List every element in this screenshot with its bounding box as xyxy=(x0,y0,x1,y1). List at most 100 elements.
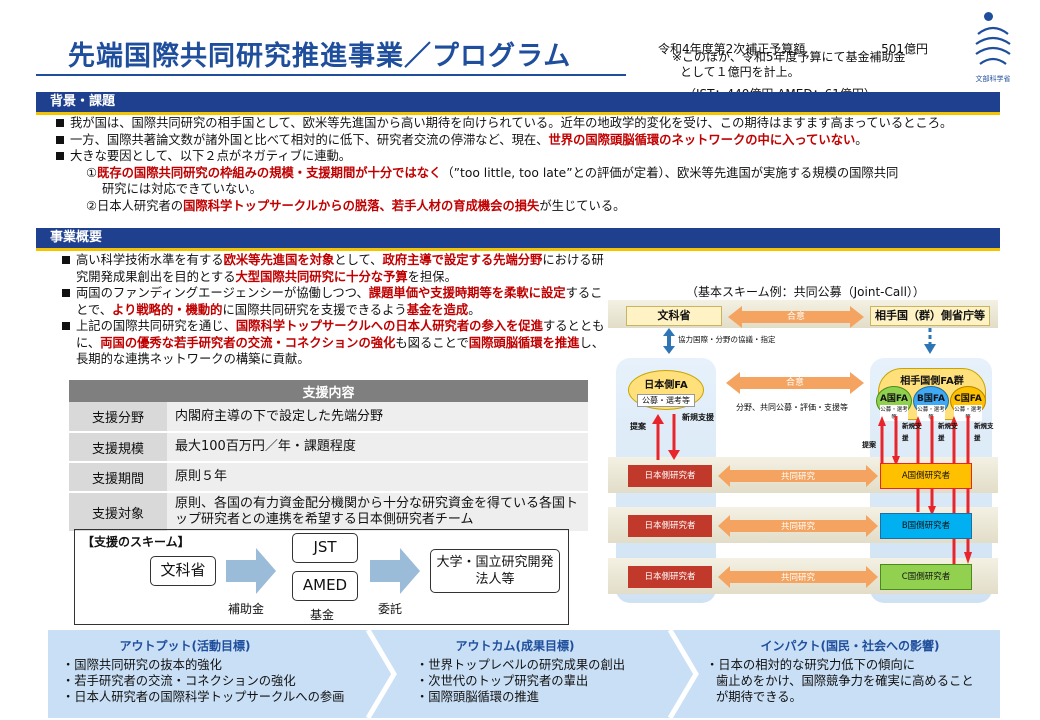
budget-note: ※このほか、令和5年度予算にて基金補助金 として１億円を計上。 xyxy=(672,50,942,80)
table-key: 支援期間 xyxy=(69,462,167,493)
diagram-partner-ministry-box: 相手国（群）側省庁等 xyxy=(870,306,990,326)
list-item: 歯止めをかけ、国際競争力を確実に高めること xyxy=(716,674,974,688)
impact-heading: インパクト(国民・社会への影響) xyxy=(760,639,940,653)
partner-propose-label: 提案 xyxy=(862,441,876,449)
output-list: ・国際共同研究の抜本的強化 ・若手研究者の交流・コネクションの強化 ・日本人研究… xyxy=(62,657,362,705)
joint-arrow-icon xyxy=(718,566,878,588)
table-key: 支援対象 xyxy=(69,492,167,533)
table-row: 支援対象原則、各国の有力資金配分機関から十分な研究資金を得ている各国トップ研究者… xyxy=(69,492,588,533)
joint-label-3: 共同研究 xyxy=(780,573,815,583)
outcome-heading: アウトカム(成果目標) xyxy=(455,639,575,653)
table-row: 支援分野内閣府主導の下で設定した先端分野 xyxy=(69,402,588,433)
page-title: 先端国際共同研究推進事業／プログラム xyxy=(68,41,572,72)
list-item: ・日本の相対的な研究力低下の傾向に xyxy=(706,658,916,672)
budget-value: 501億円 xyxy=(881,42,928,56)
jp-researcher-2: 日本側研究者 xyxy=(628,515,712,537)
background-sub-2: ②日本人研究者の国際科学トップサークルからの脱落、若手人材の育成機会の損失が生じ… xyxy=(86,198,626,213)
table-value: 原則５年 xyxy=(167,462,588,493)
jp-researcher-3: 日本側研究者 xyxy=(628,566,712,588)
list-item: ・日本人研究者の国際科学トップサークルへの参画 xyxy=(62,690,345,704)
table-value: 最大100百万円／年・課題程度 xyxy=(167,432,588,463)
budget-note-line1: ※このほか、令和5年度予算にて基金補助金 xyxy=(672,50,906,64)
jp-researcher-1: 日本側研究者 xyxy=(628,465,712,487)
arrow-right-icon xyxy=(370,548,420,594)
table-value: 原則、各国の有力資金配分機関から十分な研究資金を得ている各国トップ研究者との連携… xyxy=(167,492,588,533)
joint-label-2: 共同研究 xyxy=(780,522,815,532)
table-row: 支援規模最大100百万円／年・課題程度 xyxy=(69,432,588,463)
support-table-header: 支援内容 xyxy=(69,380,588,402)
logo-label: 文部科学省 xyxy=(975,75,1011,83)
partner-fa-label: 相手国側FA群 xyxy=(900,376,964,387)
overview-list: 高い科学技術水準を有する欧米等先進国を対象として、政府主導で設定する先端分野にお… xyxy=(60,252,605,368)
support-table: 支援内容 支援分野内閣府主導の下で設定した先端分野 支援規模最大100百万円／年… xyxy=(69,380,588,533)
new-support-label: 新規支援 xyxy=(682,413,714,422)
list-item: が期待できる。 xyxy=(716,690,802,704)
res-c: C国側研究者 xyxy=(880,564,972,590)
scheme-label-subsidy: 補助金 xyxy=(228,602,265,616)
chevron-dividers xyxy=(365,630,699,718)
list-item: ・世界トップレベルの研究成果の創出 xyxy=(416,658,626,672)
arrow-right-icon xyxy=(226,548,276,594)
res-a: A国側研究者 xyxy=(880,463,972,489)
diagram-caption: （基本スキーム例：共同公募（Joint-Call）） xyxy=(686,285,925,299)
res-b: B国側研究者 xyxy=(880,513,972,539)
background-bullet-2: 一方、国際共著論文数が諸外国と比べて相対的に低下、研究者交流の停滞など、現在、世… xyxy=(54,132,1004,149)
outcomes-band xyxy=(48,630,1000,718)
table-value: 内閣府主導の下で設定した先端分野 xyxy=(167,402,588,433)
scheme-mext-box: 文科省 xyxy=(150,556,216,586)
list-item: ・若手研究者の交流・コネクションの強化 xyxy=(62,674,296,688)
scheme-label-fund: 基金 xyxy=(310,608,335,622)
overview-bullet-2: 両国のファンディングエージェンシーが協働しつつ、課題単価や支援時期等を柔軟に設定… xyxy=(60,285,605,318)
agree-arrow-icon xyxy=(726,372,864,394)
dashed-down-arrow-icon xyxy=(924,328,936,354)
scheme-amed-box: AMED xyxy=(292,571,358,601)
updown-arrow-icon xyxy=(663,328,675,354)
coop-note: 協力国際・分野の協議・指定 xyxy=(678,335,776,344)
background-heading: 背景・課題 xyxy=(36,92,1000,115)
list-item: ・国際頭脳循環の推進 xyxy=(416,690,539,704)
table-row: 支援期間原則５年 xyxy=(69,462,588,493)
scheme-label-entrust: 委託 xyxy=(378,602,403,616)
logo-dot-icon xyxy=(984,12,993,21)
new-support-b: 新規支援 xyxy=(938,422,958,442)
overview-bullet-3: 上記の国際共同研究を通じ、国際科学トップサークルへの日本人研究者の参入を促進する… xyxy=(60,318,605,368)
scheme-jst-box: JST xyxy=(292,533,358,563)
propose-support-arrows-icon xyxy=(652,414,680,460)
overview-heading: 事業概要 xyxy=(36,228,1000,251)
output-heading: アウトプット(活動目標) xyxy=(119,639,251,653)
joint-arrow-icon xyxy=(718,515,878,537)
background-list: 我が国は、国際共同研究の相手国として、欧米等先進国から高い期待を向けられている。… xyxy=(54,115,1004,214)
jp-fa-oval: 日本側FA 公募・選考等 xyxy=(628,370,704,410)
agree-label-2: 合意 xyxy=(785,378,804,388)
agree-arrow-icon xyxy=(728,306,864,328)
budget-note-line2: として１億円を計上。 xyxy=(680,65,800,79)
partner-support-arrows-icon xyxy=(878,416,972,564)
support-scheme xyxy=(74,529,569,625)
joint-label-1: 共同研究 xyxy=(780,472,815,482)
list-item: ・国際共同研究の抜本的強化 xyxy=(62,658,222,672)
background-bullet-1: 我が国は、国際共同研究の相手国として、欧米等先進国から高い期待を向けられている。… xyxy=(54,115,1004,132)
table-key: 支援分野 xyxy=(69,402,167,433)
list-item: ・次世代のトップ研究者の輩出 xyxy=(416,674,589,688)
jp-fa-sub: 公募・選考等 xyxy=(637,394,695,407)
impact-list: ・日本の相対的な研究力低下の傾向に 歯止めをかけ、国際競争力を確実に高めること … xyxy=(706,657,996,705)
diagram-mext-box: 文科省 xyxy=(626,306,722,326)
propose-label: 提案 xyxy=(630,422,646,431)
new-support-a: 新規支援 xyxy=(902,422,922,442)
title-underline xyxy=(36,74,626,76)
background-bullet-3: 大きな要因として、以下２点がネガティブに連動。 xyxy=(54,148,1004,165)
background-sub-1: ①既存の国際共同研究の枠組みの規模・支援期間が十分ではなく（”too littl… xyxy=(86,165,899,197)
joint-arrow-icon xyxy=(718,465,878,487)
middle-note: 分野、共同公募・評価・支援等 xyxy=(736,403,848,412)
mext-emblem-icon xyxy=(975,26,1011,65)
scheme-title: 【支援のスキーム】 xyxy=(82,535,190,549)
jp-fa-label: 日本側FA xyxy=(644,380,688,391)
agree-label: 合意 xyxy=(786,312,805,322)
overview-bullet-1: 高い科学技術水準を有する欧米等先進国を対象として、政府主導で設定する先端分野にお… xyxy=(60,252,605,285)
joint-call-diagram: 文科省 相手国（群）側省庁等 合意 協力国際・分野の協議・指定 日本側FA 公募… xyxy=(608,300,998,605)
budget-label: 令和4年度第2次補正予算額 xyxy=(658,42,806,56)
new-support-c: 新規支援 xyxy=(974,422,994,442)
